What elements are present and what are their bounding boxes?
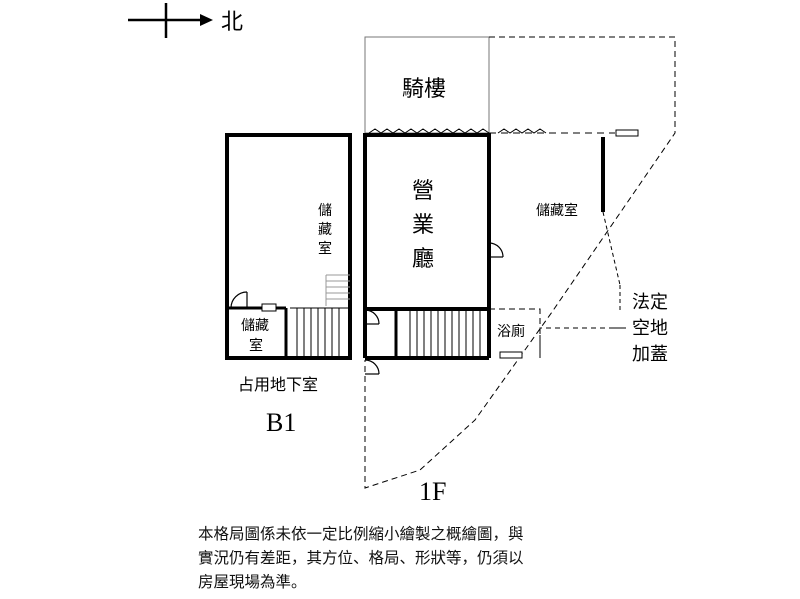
b1-storage-label-2: 藏 [318, 222, 332, 238]
disclaimer-text: 本格局圖係未依一定比例縮小繪製之概繪圖，與 實況仍有差距，其方位、格局、形狀等，… [198, 522, 638, 594]
north-label: 北 [221, 10, 243, 35]
disclaimer-line: 房屋現場為準。 [198, 573, 307, 591]
arcade-label: 騎樓 [402, 77, 446, 102]
b1-storage-label-3: 室 [318, 240, 332, 257]
b1-small-storage-label-2: 室 [249, 337, 263, 354]
f1-storage-label: 儲藏室 [536, 202, 578, 219]
b1-small-storage-label-1: 儲藏 [241, 318, 269, 334]
bathroom-label: 浴廁 [497, 323, 525, 340]
disclaimer-line: 實況仍有差距，其方位、格局、形狀等，仍須以 [198, 549, 524, 567]
b1-storage-label-1: 儲 [318, 203, 332, 219]
b1-caption: 占用地下室 [238, 375, 318, 394]
b1-floor-label: B1 [266, 408, 296, 437]
legal-space-label-1: 法定 [632, 292, 668, 313]
business-hall-label-2: 業 [412, 213, 434, 238]
b1-plan [225, 133, 352, 360]
disclaimer-line: 本格局圖係未依一定比例縮小繪製之概繪圖，與 [198, 525, 524, 543]
legal-space-label-2: 空地 [632, 318, 668, 339]
legal-space-label-3: 加蓋 [632, 344, 668, 365]
f1-floor-label: 1F [419, 477, 446, 506]
business-hall-label-3: 廳 [412, 247, 434, 272]
north-arrow-icon [128, 3, 213, 38]
business-hall-label-1: 營 [412, 179, 434, 204]
f1-plan [363, 36, 676, 489]
